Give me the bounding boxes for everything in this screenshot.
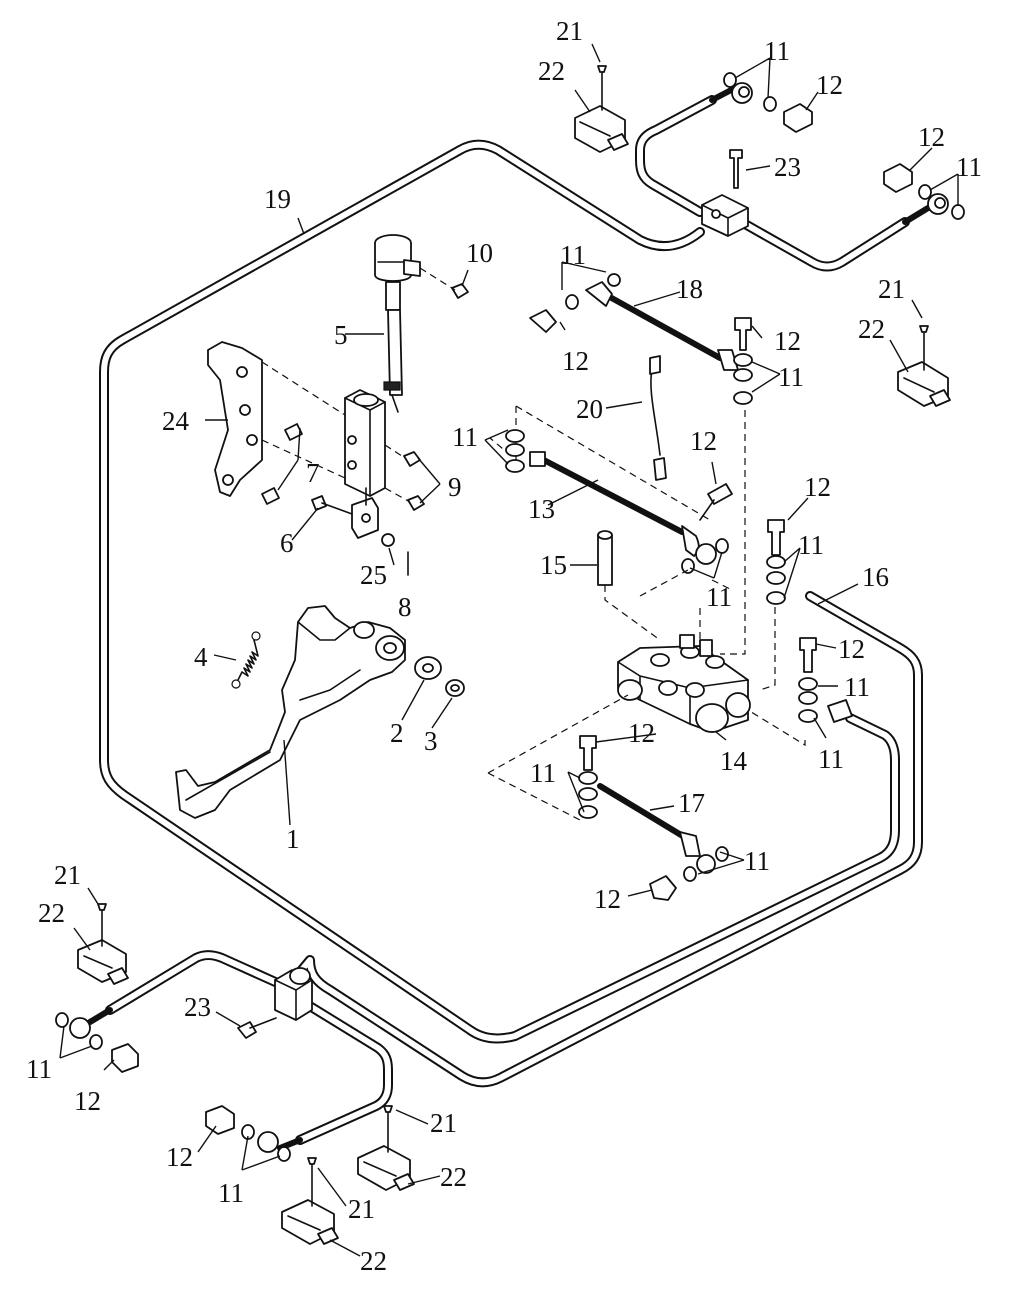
label-part-11-b: 11 [956, 152, 982, 182]
front-tee-branch [55, 950, 393, 1162]
label-part-11-i: 11 [818, 744, 844, 774]
label-part-12-b: 12 [918, 122, 945, 152]
label-part-14: 14 [720, 746, 748, 776]
label-part-12-e: 12 [690, 426, 717, 456]
label-part-22-a: 22 [538, 56, 565, 86]
label-part-1: 1 [286, 824, 300, 854]
pipe-clamp-group [77, 65, 951, 1245]
brake-pipe-main-loop [99, 139, 900, 1044]
label-part-12-k: 12 [166, 1142, 193, 1172]
master-cylinder-assembly [344, 234, 469, 539]
label-part-12-g: 12 [838, 634, 865, 664]
clamp-right [897, 325, 951, 407]
label-part-22-b: 22 [858, 314, 885, 344]
label-part-16: 16 [862, 562, 889, 592]
label-part-15: 15 [540, 550, 567, 580]
mounting-bracket [207, 341, 409, 576]
label-part-12-a: 12 [816, 70, 843, 100]
brake-hoses [489, 273, 853, 901]
label-part-23-a: 23 [774, 152, 801, 182]
label-part-11-a: 11 [764, 36, 790, 66]
label-part-25: 25 [360, 560, 387, 590]
brake-pipe-16 [295, 591, 923, 1088]
label-part-8: 8 [398, 592, 412, 622]
label-part-10: 10 [466, 238, 493, 268]
label-part-20: 20 [576, 394, 603, 424]
label-part-5: 5 [334, 320, 348, 350]
clamp-bottom-left [77, 903, 129, 985]
label-part-11-c: 11 [560, 240, 586, 270]
label-part-11-k: 11 [744, 846, 770, 876]
label-part-24: 24 [162, 406, 190, 436]
label-part-11-e: 11 [452, 422, 478, 452]
label-part-12-i: 12 [594, 884, 621, 914]
label-part-13: 13 [528, 494, 555, 524]
label-part-11-m: 11 [218, 1178, 244, 1208]
part-labels: 1 2 3 4 5 6 7 8 9 10 11 11 11 11 11 11 1… [26, 16, 982, 1276]
label-part-11-l: 11 [26, 1054, 52, 1084]
label-part-11-g: 11 [706, 582, 732, 612]
label-part-22-c: 22 [38, 898, 65, 928]
label-part-19: 19 [264, 184, 291, 214]
clamp-bottom-mid [357, 1105, 415, 1191]
label-part-18: 18 [676, 274, 703, 304]
label-part-23-b: 23 [184, 992, 211, 1022]
label-part-17: 17 [678, 788, 705, 818]
label-part-6: 6 [280, 528, 294, 558]
label-part-11-f: 11 [798, 530, 824, 560]
label-part-21-b: 21 [878, 274, 905, 304]
label-part-22-d: 22 [440, 1162, 467, 1192]
label-part-3: 3 [424, 726, 438, 756]
label-part-4: 4 [194, 642, 208, 672]
label-part-2: 2 [390, 718, 404, 748]
label-part-21-c: 21 [54, 860, 81, 890]
label-part-21-a: 21 [556, 16, 583, 46]
label-part-12-h: 12 [628, 718, 655, 748]
rear-tee-branch [635, 72, 965, 272]
label-part-21-e: 21 [348, 1194, 375, 1224]
label-part-12-d: 12 [562, 346, 589, 376]
label-part-11-h: 11 [844, 672, 870, 702]
leader-lines [59, 43, 959, 1257]
clamp-bottom [281, 1157, 339, 1245]
label-part-11-j: 11 [530, 758, 556, 788]
label-part-12-j: 12 [74, 1086, 101, 1116]
clamp-top-left [574, 65, 629, 153]
label-part-22-e: 22 [360, 1246, 387, 1276]
label-part-12-c: 12 [774, 326, 801, 356]
label-part-7: 7 [306, 458, 320, 488]
label-part-9: 9 [448, 472, 462, 502]
brake-pedal-assembly [175, 605, 465, 819]
label-part-11-d: 11 [778, 362, 804, 392]
label-part-21-d: 21 [430, 1108, 457, 1138]
label-part-12-f: 12 [804, 472, 831, 502]
distributor-block [487, 410, 806, 821]
